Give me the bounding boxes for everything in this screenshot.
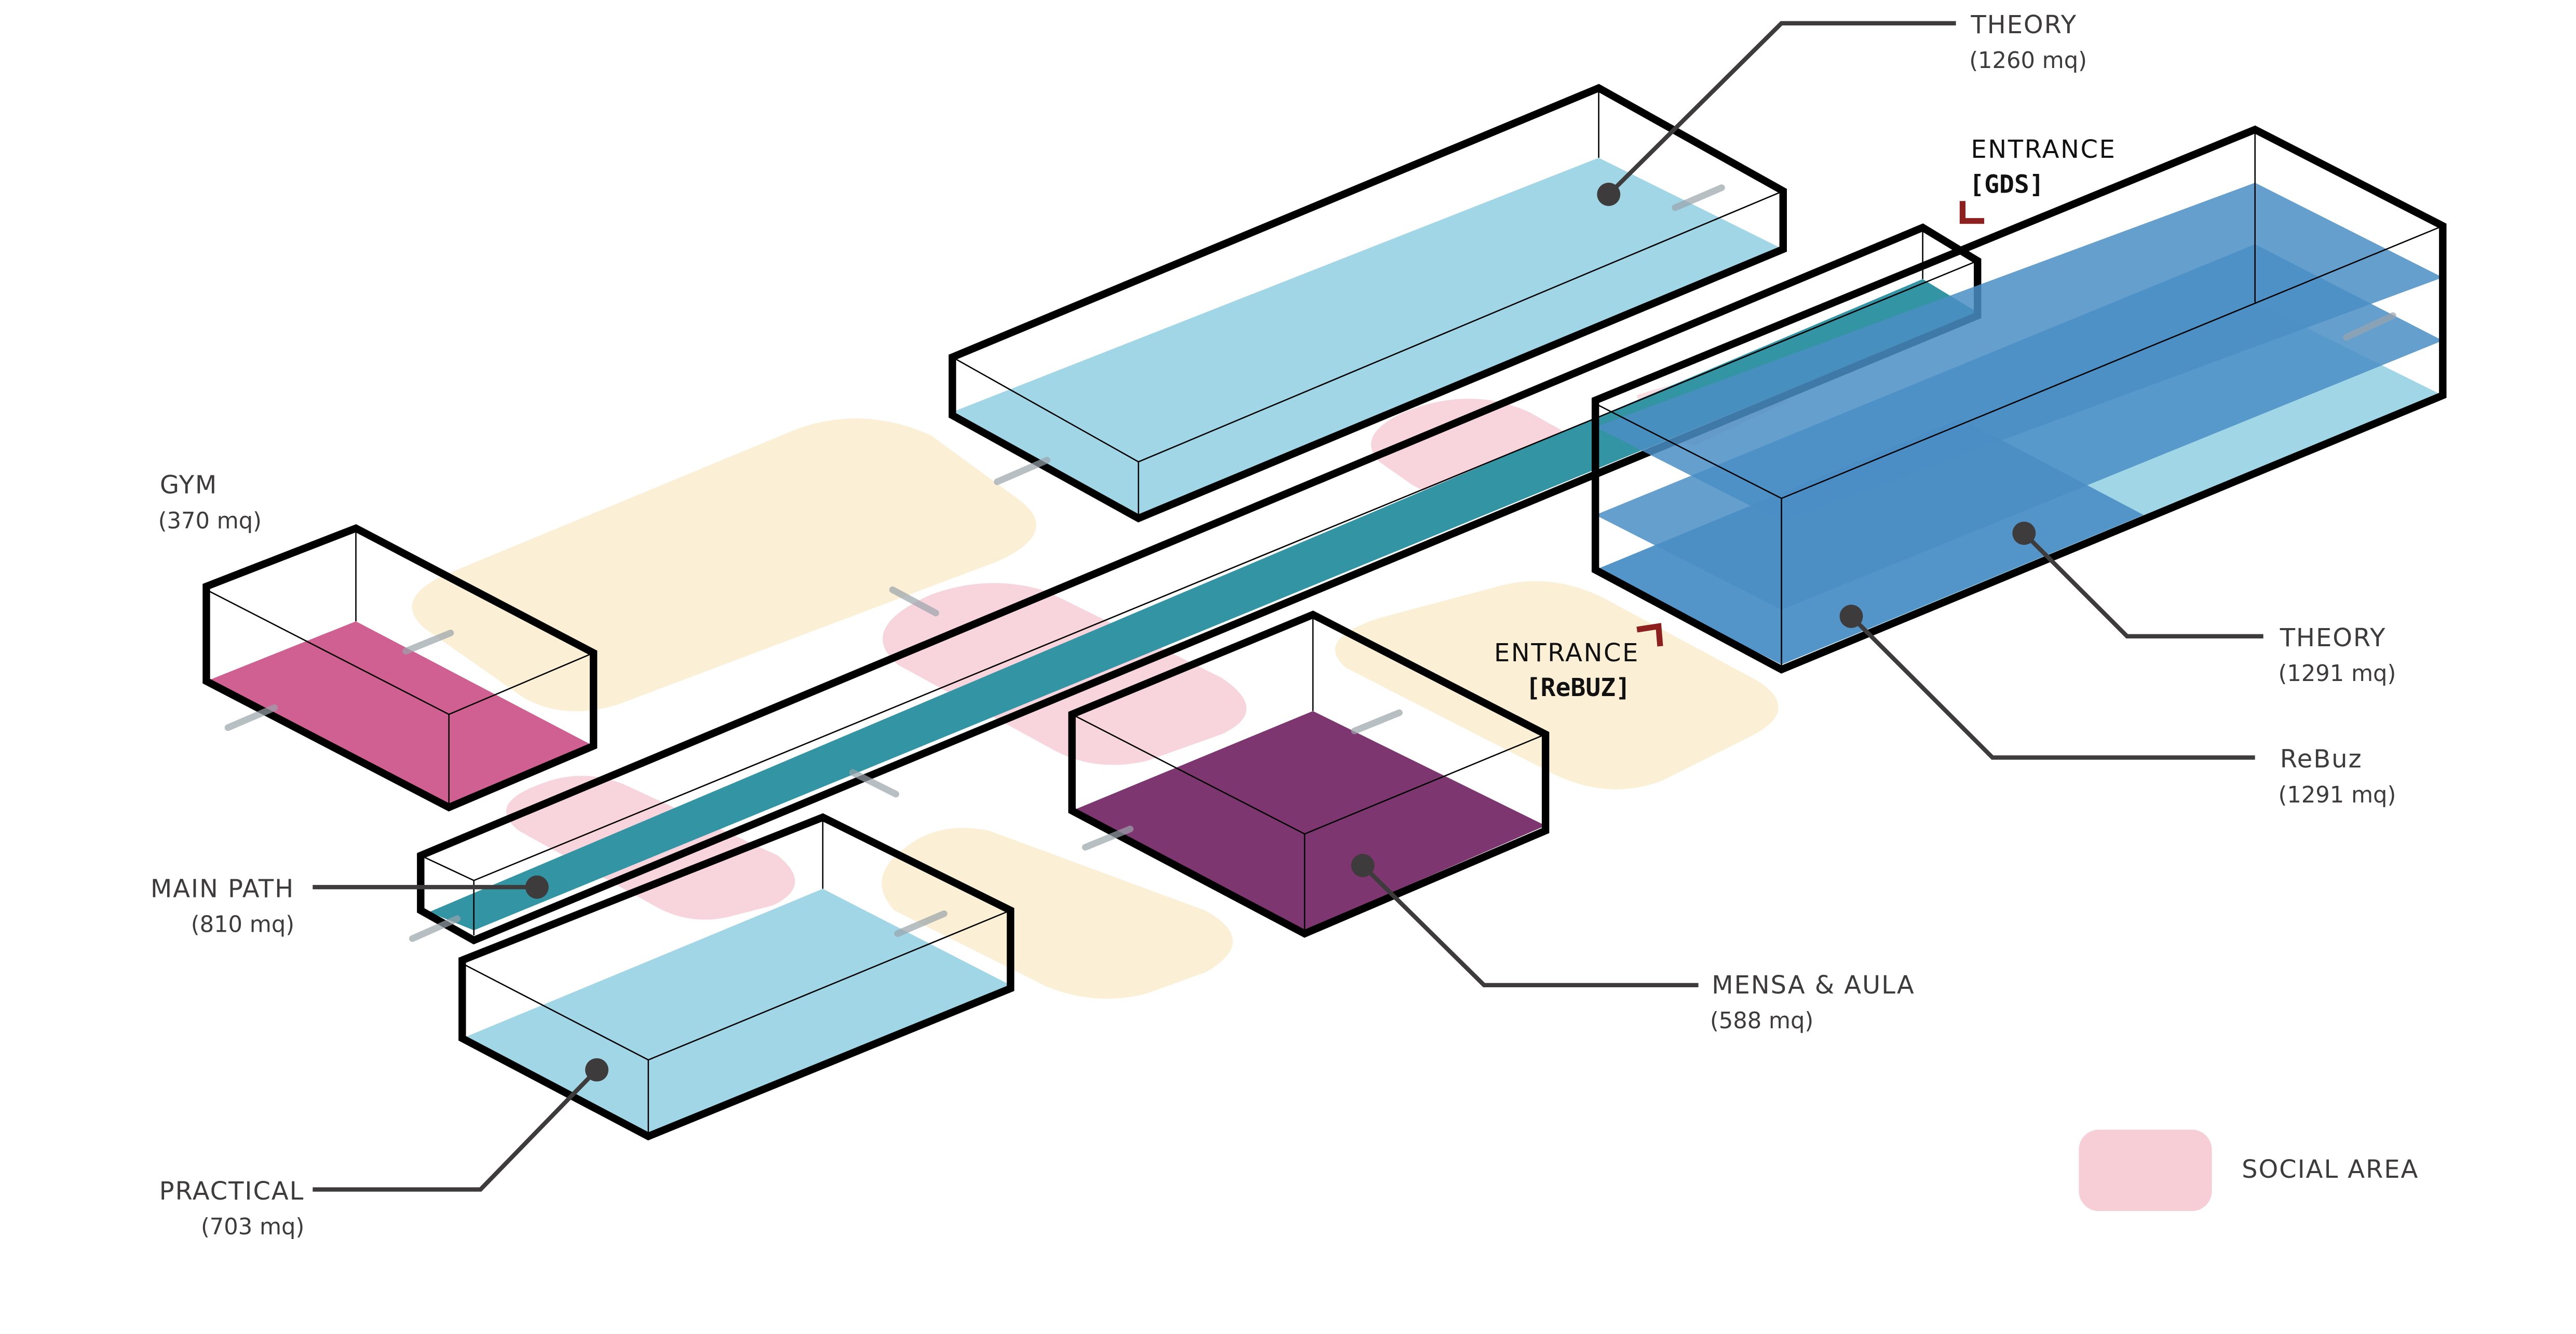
leader-line bbox=[2022, 532, 2263, 638]
leader-line bbox=[313, 1068, 599, 1192]
connectors bbox=[224, 184, 2396, 942]
callout-dot bbox=[585, 1058, 608, 1082]
label-gym-name: GYM bbox=[160, 471, 218, 500]
connector bbox=[849, 769, 900, 798]
callout-dot bbox=[1597, 183, 1621, 206]
gym-box-outline bbox=[202, 524, 598, 812]
leader-line bbox=[1850, 615, 2255, 760]
gym-floor bbox=[206, 621, 594, 805]
mensa-floor bbox=[1072, 711, 1546, 931]
label-main-path-area: (810 mq) bbox=[191, 911, 294, 937]
callout-dot bbox=[2012, 521, 2036, 545]
connector bbox=[402, 629, 454, 655]
callout-dot bbox=[525, 875, 549, 899]
label-theory-gds-name: THEORY bbox=[1970, 10, 2077, 39]
gym-block bbox=[202, 524, 598, 812]
callout-mensa: MENSA & AULA (588 mq) bbox=[1351, 854, 1915, 1034]
label-mensa-name: MENSA & AULA bbox=[1712, 971, 1915, 1000]
entrance-rebuz-marker-icon bbox=[1636, 623, 1663, 647]
label-main-path-name: MAIN PATH bbox=[151, 874, 294, 903]
rebuz-box-outline bbox=[1591, 125, 2447, 674]
callout-theory-gds: THEORY (1260 mq) bbox=[1597, 10, 2087, 206]
open-area-lower-middle bbox=[882, 828, 1233, 999]
connector bbox=[894, 910, 947, 937]
theory-gds-floor bbox=[952, 158, 1783, 519]
label-mensa-area: (588 mq) bbox=[1710, 1008, 1813, 1034]
entrance-gds-title: ENTRANCE bbox=[1971, 135, 2116, 164]
rebuz-floor-upper bbox=[1595, 183, 2443, 522]
open-area-right bbox=[1335, 581, 1779, 789]
label-practical-area: (703 mq) bbox=[201, 1214, 304, 1240]
rebuz-block bbox=[1591, 125, 2447, 674]
connector bbox=[409, 915, 461, 942]
connector bbox=[1082, 825, 1134, 851]
connector bbox=[889, 586, 939, 617]
connector bbox=[1351, 709, 1403, 734]
label-rebuz-name: ReBuz bbox=[2280, 745, 2363, 774]
label-theory-rebuz-name: THEORY bbox=[2280, 623, 2387, 652]
entrance-gds-code: [GDS] bbox=[1969, 170, 2044, 199]
entrance-rebuz-code: [ReBUZ] bbox=[1526, 673, 1631, 702]
entrance-gds: ENTRANCE [GDS] bbox=[1959, 135, 2116, 224]
callout-theory-rebuz: THEORY (1291 mq) bbox=[2012, 521, 2396, 687]
mensa-box-outline bbox=[1068, 610, 1550, 938]
label-rebuz-area: (1291 mq) bbox=[2278, 782, 2396, 808]
entrance-rebuz: ENTRANCE [ReBUZ] bbox=[1494, 623, 1663, 702]
callout-main-path: MAIN PATH (810 mq) bbox=[151, 874, 549, 937]
practical-box-outline bbox=[458, 813, 1014, 1141]
callout-dot bbox=[1351, 854, 1375, 877]
connector bbox=[224, 704, 278, 731]
entrance-gds-marker-icon bbox=[1959, 201, 1985, 224]
connector bbox=[1672, 184, 1725, 211]
theory-gds-box-outline bbox=[948, 84, 1787, 523]
legend-social-label: SOCIAL AREA bbox=[2242, 1155, 2419, 1184]
label-practical-name: PRACTICAL bbox=[159, 1177, 305, 1206]
callout-practical: PRACTICAL (703 mq) bbox=[159, 1058, 608, 1240]
connector bbox=[994, 457, 1051, 485]
leader-line bbox=[1607, 21, 1956, 196]
legend: SOCIAL AREA bbox=[2079, 1129, 2419, 1212]
label-theory-rebuz-area: (1291 mq) bbox=[2278, 661, 2396, 687]
label-theory-gds-area: (1260 mq) bbox=[1969, 48, 2087, 74]
legend-social-swatch bbox=[2079, 1129, 2212, 1212]
main-path-floor bbox=[429, 279, 1978, 931]
connector bbox=[2343, 312, 2396, 341]
callout-rebuz: ReBuz (1291 mq) bbox=[1839, 604, 2396, 808]
callout-gym: GYM (370 mq) bbox=[158, 471, 262, 534]
theory-gds-block bbox=[948, 84, 1787, 523]
label-gym-area: (370 mq) bbox=[158, 508, 262, 534]
callout-dot bbox=[1839, 604, 1863, 628]
leader-line bbox=[1361, 864, 1699, 988]
mensa-block bbox=[1068, 610, 1550, 938]
entrance-rebuz-title: ENTRANCE bbox=[1494, 638, 1639, 668]
